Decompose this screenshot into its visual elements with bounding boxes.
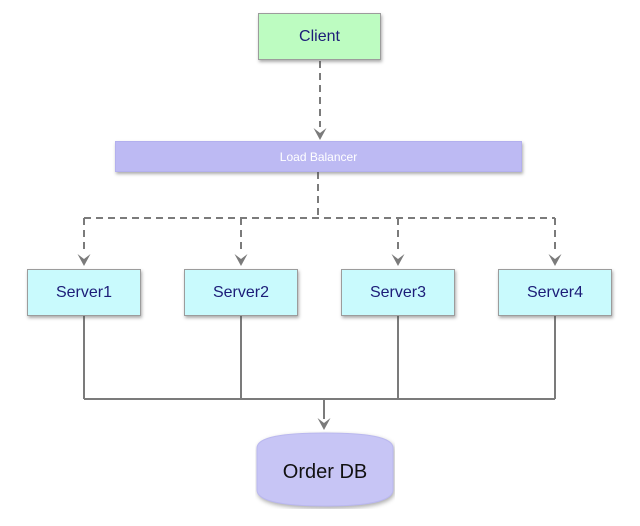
node-order-db: Order DB [255, 431, 395, 509]
server1-label: Server1 [55, 283, 113, 301]
server2-label: Server2 [212, 283, 270, 301]
node-server3: Server3 [341, 269, 455, 316]
arrow-into-server3 [391, 254, 405, 266]
server4-label: Server4 [526, 283, 584, 301]
server3-label: Server3 [369, 283, 427, 301]
arrow-into-lb [313, 128, 327, 140]
load-balancer-label: Load Balancer [279, 149, 358, 164]
node-load-balancer: Load Balancer [115, 141, 522, 172]
node-server2: Server2 [184, 269, 298, 316]
arrowheads [77, 128, 562, 430]
arrow-into-db [317, 418, 331, 430]
node-server1: Server1 [27, 269, 141, 316]
node-client: Client [258, 13, 381, 60]
arrow-into-server2 [234, 254, 248, 266]
arrow-into-server4 [548, 254, 562, 266]
database-cylinder-icon [256, 432, 394, 507]
node-server4: Server4 [498, 269, 612, 316]
arrow-into-server1 [77, 254, 91, 266]
client-label: Client [299, 27, 340, 45]
